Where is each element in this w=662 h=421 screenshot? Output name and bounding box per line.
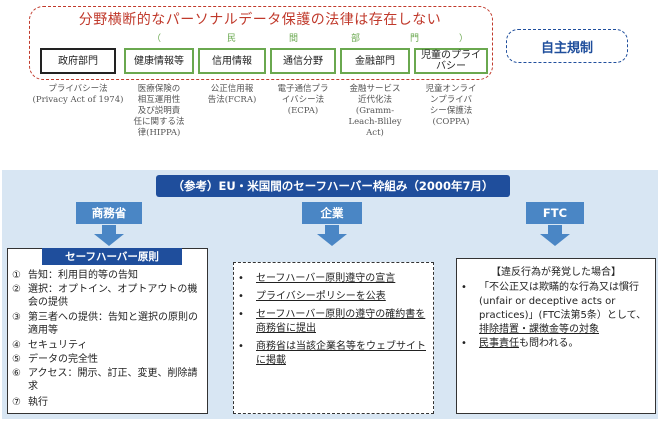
ftc-item2-text: も問われる。 xyxy=(519,338,579,349)
bullet: • xyxy=(461,338,467,349)
actor-commerce-dept: 商務省 xyxy=(76,202,142,224)
principle-number: ④ xyxy=(12,340,21,351)
principle-text: セキュリティ xyxy=(28,340,88,351)
principle-number: ⑤ xyxy=(12,354,21,365)
minkan-char-2: 間 xyxy=(289,34,299,44)
law-box-credit: 信用情報 xyxy=(198,48,266,74)
law-label-telecom: 通信分野 xyxy=(283,55,323,67)
minkan-char-1: 民 xyxy=(227,34,237,44)
minkan-char-3: 部 xyxy=(351,34,361,44)
principle-text: 執行 xyxy=(28,397,48,408)
principle-text: アクセス：開示、訂正、変更、削除請求 xyxy=(28,368,198,392)
bullet: • xyxy=(238,309,244,320)
law-label-government: 政府部門 xyxy=(58,55,98,67)
law-label-finance: 金融部門 xyxy=(355,55,395,67)
principle-item: ② 選択：オプトイン、オプトアウトの機会の提供 xyxy=(12,283,202,309)
law-desc-finance: 金融サービス 近代化法 (Gramm- Leach-Bliley Act) xyxy=(348,84,402,138)
company-item: • プライバシーポリシーを公表 xyxy=(238,290,426,304)
law-box-children: 児童のプライ バシー xyxy=(414,48,488,74)
principle-text: データの完全性 xyxy=(28,354,98,365)
self-regulation-label: 自主規制 xyxy=(540,40,593,56)
principle-number: ⑥ xyxy=(12,368,21,379)
principle-item: ④ セキュリティ xyxy=(12,339,202,352)
law-box-government: 政府部門 xyxy=(40,48,116,74)
actor-ftc-label: FTC xyxy=(542,206,568,220)
bullet: • xyxy=(461,282,467,293)
principle-item: ③ 第三者への提供：告知と選択の原則の適用等 xyxy=(12,311,202,337)
ftc-item2-underlined: 民事責任 xyxy=(479,338,519,349)
company-item: • 商務省は当該企業名等をウェブサイトに掲載 xyxy=(238,340,426,368)
minkan-close-paren: ） xyxy=(459,34,469,44)
principle-item: ⑦ 執行 xyxy=(12,396,202,409)
company-item-text: セーフハーバー原則遵守の宣言 xyxy=(256,273,396,284)
law-desc-government: プライバシー法 (Privacy Act of 1974) xyxy=(32,84,124,105)
law-box-finance: 金融部門 xyxy=(340,48,410,74)
private-sector-frame xyxy=(29,6,493,80)
ftc-item-text: 「不公正又は欺瞞的な行為又は慣行(unfair or deceptive act… xyxy=(479,281,651,337)
law-desc-credit: 公正信用報 告法(FCRA) xyxy=(207,84,257,105)
law-label-credit: 信用情報 xyxy=(212,55,252,67)
actor-ftc: FTC xyxy=(526,202,584,224)
safe-harbor-title-text: （参考）EU・米国間のセーフハーバー枠組み（2000年7月） xyxy=(172,179,494,193)
principle-number: ③ xyxy=(12,312,21,323)
self-regulation-box: 自主規制 xyxy=(506,29,628,63)
ftc-enforcement-box: 【違反行為が発覚した場合】 • 「不公正又は欺瞞的な行為又は慣行(unfair … xyxy=(456,258,656,414)
principle-text: 告知：利用目的等の告知 xyxy=(28,270,138,281)
principle-text: 第三者への提供：告知と選択の原則の適用等 xyxy=(28,312,198,336)
ftc-item1-text: 「不公正又は欺瞞的な行為又は慣行(unfair or deceptive act… xyxy=(479,282,647,321)
principle-item: ① 告知：利用目的等の告知 xyxy=(12,269,202,282)
actor-commerce-dept-label: 商務省 xyxy=(91,206,127,220)
law-label-children-line1: 児童のプライ xyxy=(421,50,481,61)
law-desc-children: 児童オンライ ンプライバ シー保護法 (COPPA) xyxy=(425,84,477,127)
law-desc-health: 医療保険の 相互運用性 及び説明責 任に関する法 律(HIPPA) xyxy=(133,84,185,138)
principle-item: ⑥ アクセス：開示、訂正、変更、削除請求 xyxy=(12,367,202,393)
top-title: 分野横断的なパーソナルデータ保護の法律は存在しない xyxy=(78,12,442,28)
principle-text: 選択：オプトイン、オプトアウトの機会の提供 xyxy=(28,284,198,308)
law-box-telecom: 通信分野 xyxy=(270,48,336,74)
company-item-text: 商務省は当該企業名等をウェブサイトに掲載 xyxy=(256,341,426,366)
bullet: • xyxy=(238,273,244,284)
company-item-text: セーフハーバー原則の遵守の確約書を商務省に提出 xyxy=(256,309,426,334)
principles-header: セーフハーバー原則 xyxy=(42,248,182,265)
safe-harbor-title: （参考）EU・米国間のセーフハーバー枠組み（2000年7月） xyxy=(156,175,510,197)
company-obligations-box: • セーフハーバー原則遵守の宣言 • プライバシーポリシーを公表 • セーフハー… xyxy=(233,262,434,414)
actor-company-label: 企業 xyxy=(320,206,344,220)
ftc-item: • 「不公正又は欺瞞的な行為又は慣行(unfair or deceptive a… xyxy=(461,281,651,337)
minkan-open-paren: （ xyxy=(152,34,162,44)
law-desc-telecom: 電子通信プラ イバシー法 (ECPA) xyxy=(277,84,329,116)
ftc-item-text: 民事責任も問われる。 xyxy=(479,337,651,351)
ftc-item: • 民事責任も問われる。 xyxy=(461,337,651,351)
minkan-char-4: 門 xyxy=(410,34,420,44)
safe-harbor-principles-box: セーフハーバー原則 ① 告知：利用目的等の告知 ② 選択：オプトイン、オプトアウ… xyxy=(7,248,208,414)
company-item-text: プライバシーポリシーを公表 xyxy=(256,291,386,302)
principle-number: ② xyxy=(12,284,21,295)
bullet: • xyxy=(238,291,244,302)
law-label-children-line2: バシー xyxy=(436,61,466,72)
bullet: • xyxy=(238,341,244,352)
principle-number: ① xyxy=(12,270,21,281)
principle-number: ⑦ xyxy=(12,397,21,408)
law-label-health: 健康情報等 xyxy=(134,55,184,67)
law-box-health: 健康情報等 xyxy=(124,48,194,74)
ftc-header: 【違反行為が発覚した場合】 xyxy=(491,267,621,278)
principle-item: ⑤ データの完全性 xyxy=(12,353,202,366)
ftc-item1-underlined: 排除措置・課徴金等の対象 xyxy=(479,324,599,335)
actor-company: 企業 xyxy=(302,202,362,224)
company-item: • セーフハーバー原則遵守の宣言 xyxy=(238,272,426,286)
company-item: • セーフハーバー原則の遵守の確約書を商務省に提出 xyxy=(238,308,426,336)
